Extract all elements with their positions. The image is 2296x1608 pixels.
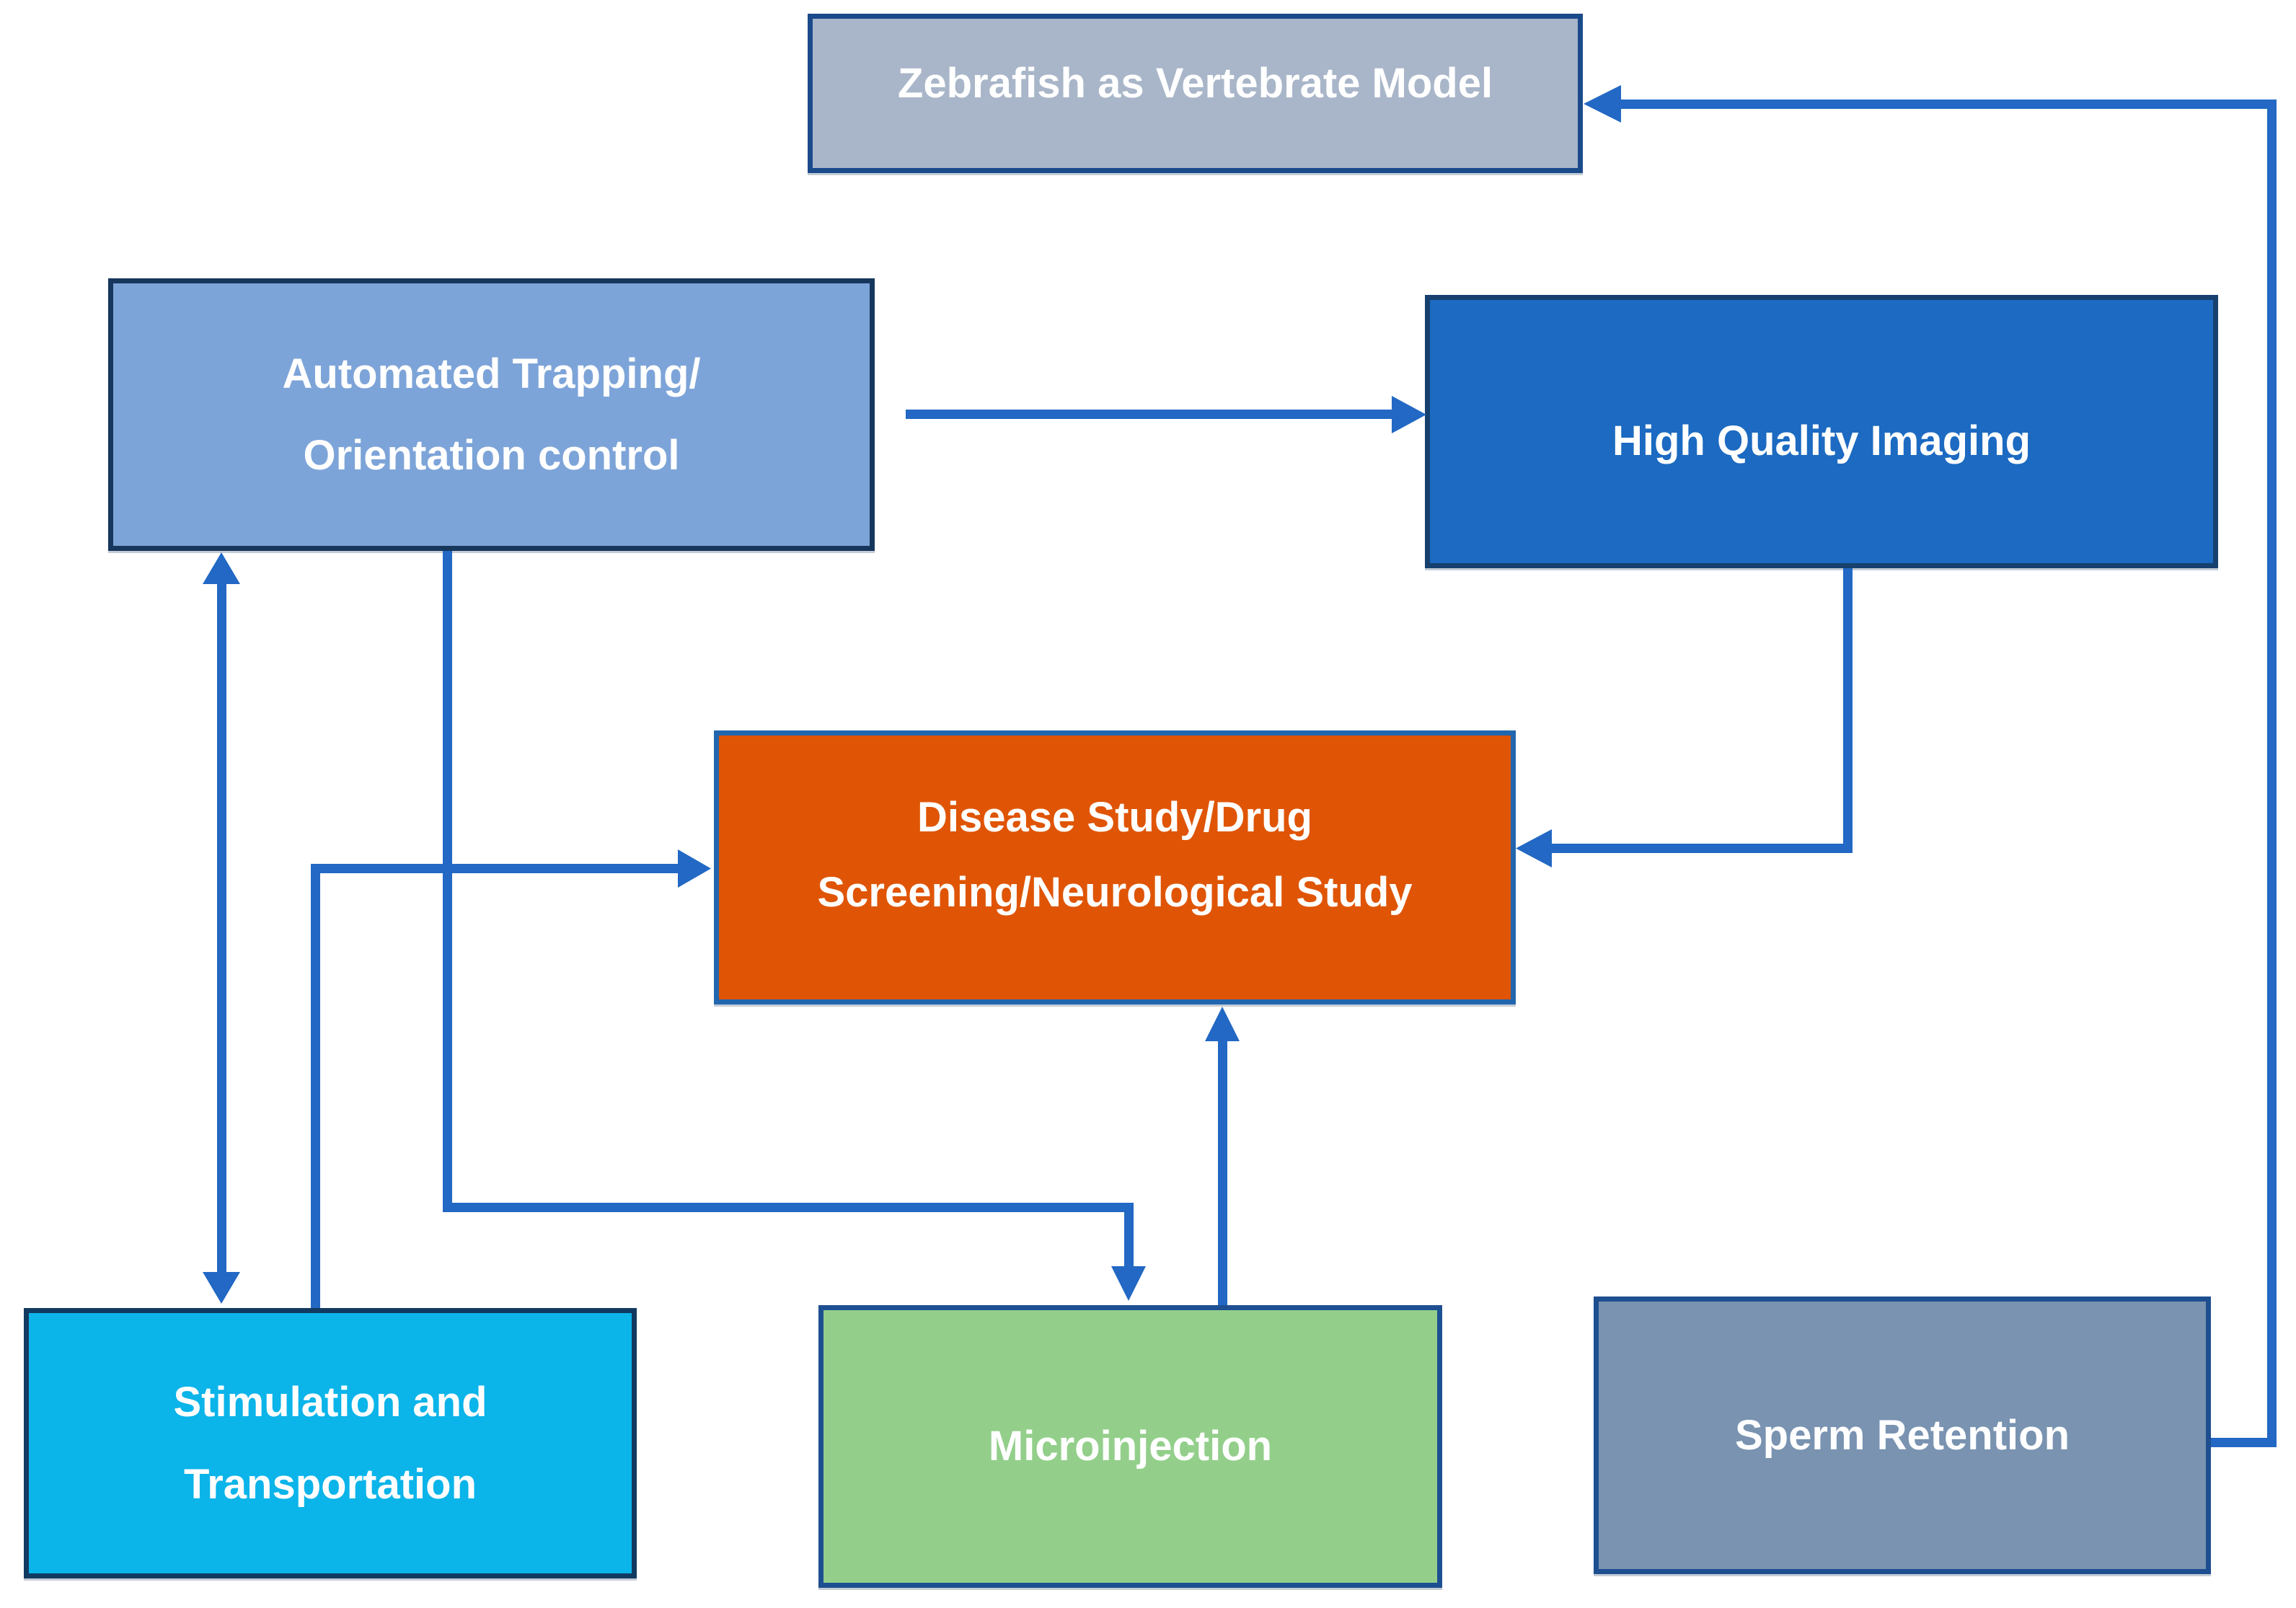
node-automated-trapping-orientation-control: Automated Trapping/ Orientation control [108, 278, 875, 551]
edge-trapping-to-microinjection-horizontal [443, 1203, 1133, 1212]
edge-sperm-to-zebrafish-vertical [2267, 100, 2277, 1447]
node-label: Stimulation and [173, 1379, 487, 1426]
arrowhead-stimulation-to-trapping [203, 552, 240, 584]
arrowhead-sperm-to-zebrafish [1584, 85, 1621, 123]
edge-imaging-to-disease-horizontal [1550, 844, 1852, 853]
node-sperm-retention: Sperm Retention [1594, 1296, 2211, 1574]
node-label: High Quality Imaging [1612, 417, 2031, 464]
edge-stimulation-to-disease-vertical [311, 869, 320, 1308]
node-high-quality-imaging: High Quality Imaging [1425, 295, 2218, 568]
arrowhead-imaging-to-disease [1516, 829, 1552, 867]
node-label: Orientation control [303, 432, 680, 479]
arrowhead-trapping-to-stimulation [203, 1272, 240, 1304]
node-label: Microinjection [988, 1423, 1273, 1470]
node-label: Screening/Neurological Study [817, 869, 1413, 916]
edge-trapping-to-imaging-line [906, 410, 1396, 419]
node-stimulation-and-transportation: Stimulation and Transportation [24, 1308, 637, 1578]
edge-trapping-to-microinjection-vertical1 [443, 551, 452, 1212]
node-label: Automated Trapping/ [282, 350, 701, 397]
edge-microinjection-to-disease-vertical [1218, 1038, 1227, 1305]
arrowhead-trapping-to-microinjection [1111, 1266, 1146, 1301]
arrowhead-trapping-to-imaging [1392, 396, 1426, 433]
node-label: Zebrafish as Vertebrate Model [897, 59, 1493, 107]
edge-sperm-to-zebrafish-stub [2211, 1438, 2271, 1447]
edge-sperm-to-zebrafish-horizontal [1620, 100, 2277, 109]
edge-trapping-stimulation-vertical [217, 581, 226, 1275]
node-zebrafish-vertebrate-model: Zebrafish as Vertebrate Model [808, 14, 1583, 173]
node-label: Disease Study/Drug [917, 793, 1312, 841]
node-disease-study-drug-screening-neurological-study: Disease Study/Drug Screening/Neurologica… [714, 730, 1516, 1004]
node-label: Transportation [183, 1460, 477, 1508]
node-microinjection: Microinjection [818, 1305, 1442, 1588]
node-label: Sperm Retention [1734, 1411, 2070, 1459]
arrowhead-stimulation-to-disease [678, 849, 711, 888]
edge-trapping-to-microinjection-vertical2 [1124, 1203, 1134, 1269]
arrowhead-microinjection-to-disease [1205, 1007, 1240, 1041]
edge-stimulation-to-disease-horizontal [311, 864, 681, 873]
edge-imaging-to-disease-vertical [1843, 568, 1853, 853]
